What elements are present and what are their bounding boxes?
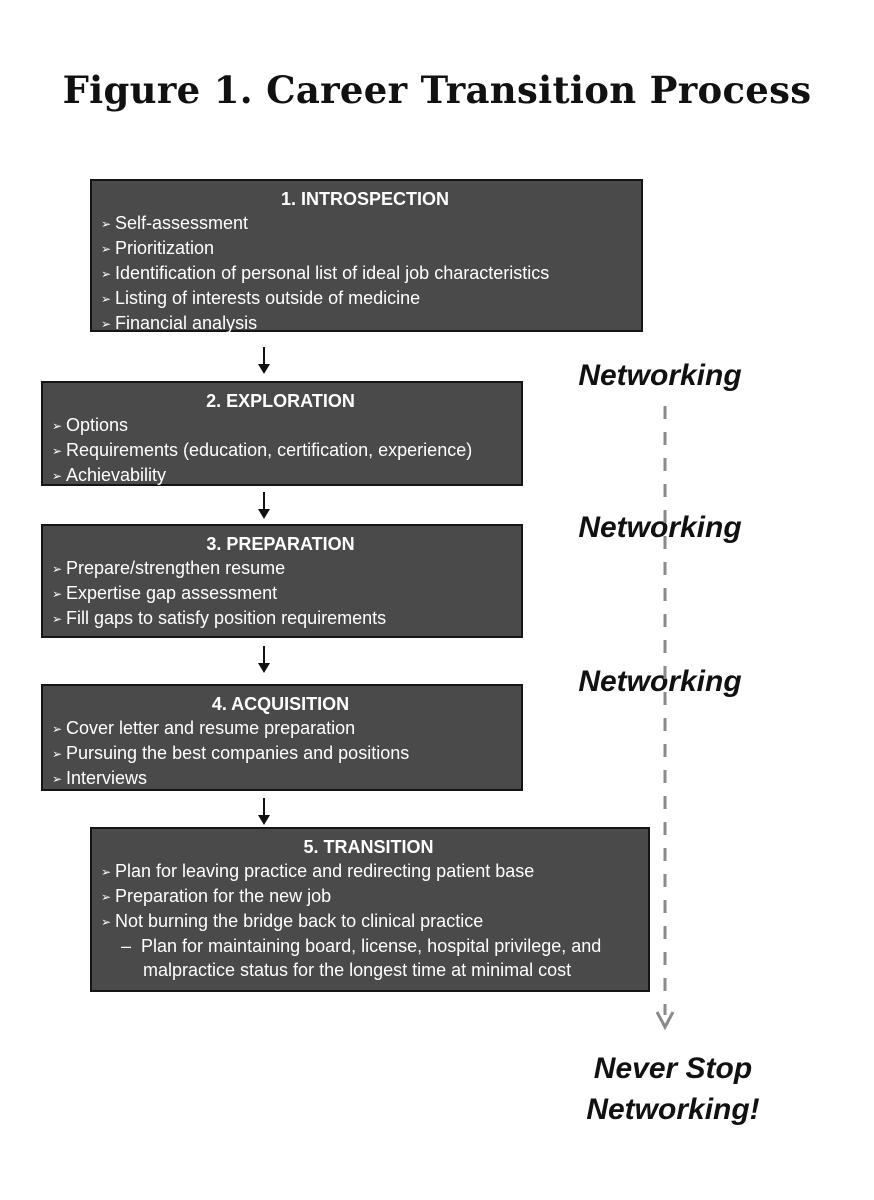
step-heading: 3. PREPARATION xyxy=(206,534,355,554)
down-arrow-icon xyxy=(258,798,270,826)
down-arrow-icon xyxy=(258,347,270,375)
networking-label: Networking xyxy=(578,665,742,698)
list-item: ➢Interviews xyxy=(52,766,509,791)
arrowhead-bullet-icon: ➢ xyxy=(52,772,63,786)
step-heading: 4. ACQUISITION xyxy=(211,694,350,714)
list-item: ➢Expertise gap assessment xyxy=(52,581,509,606)
figure-title: Figure 1. Career Transition Process xyxy=(62,68,812,112)
list-item: ➢Fill gaps to satisfy position requireme… xyxy=(52,606,509,631)
arrowhead-bullet-icon: ➢ xyxy=(101,292,112,306)
networking-label: Networking xyxy=(578,359,742,392)
list-item: ➢Achievability xyxy=(52,463,509,488)
arrowhead-bullet-icon: ➢ xyxy=(52,419,63,433)
never-stop-networking-label: Never Stop Networking! xyxy=(548,1048,798,1130)
arrowhead-bullet-icon: ➢ xyxy=(52,444,63,458)
list-item: ➢Prioritization xyxy=(101,236,629,261)
arrowhead-bullet-icon: ➢ xyxy=(52,469,63,483)
list-item: ➢Financial analysis xyxy=(101,311,629,336)
arrowhead-bullet-icon: ➢ xyxy=(101,915,112,929)
arrowhead-bullet-icon: ➢ xyxy=(101,890,112,904)
step-transition-box: 5. TRANSITION ➢Plan for leaving practice… xyxy=(90,827,650,992)
list-item: ➢Plan for leaving practice and redirecti… xyxy=(101,859,636,884)
arrowhead-bullet-icon: ➢ xyxy=(52,612,63,626)
list-item: ➢Pursuing the best companies and positio… xyxy=(52,741,509,766)
list-item: ➢Requirements (education, certification,… xyxy=(52,438,509,463)
down-arrow-icon xyxy=(258,492,270,520)
step-introspection-box: 1. INTROSPECTION ➢Self-assessment ➢Prior… xyxy=(90,179,643,333)
step-heading: 1. INTROSPECTION xyxy=(280,189,450,209)
step-preparation-box: 3. PREPARATION ➢Prepare/strengthen resum… xyxy=(41,524,523,638)
step-heading: 5. TRANSITION xyxy=(303,837,434,857)
arrowhead-bullet-icon: ➢ xyxy=(101,242,112,256)
sub-list-item: – Plan for maintaining board, license, h… xyxy=(121,936,602,956)
list-item: ➢Prepare/strengthen resume xyxy=(52,556,509,581)
list-item: ➢Options xyxy=(52,413,509,438)
step-heading: 2. EXPLORATION xyxy=(206,391,355,411)
arrowhead-bullet-icon: ➢ xyxy=(52,587,63,601)
arrowhead-bullet-icon: ➢ xyxy=(52,562,63,576)
list-item: ➢Not burning the bridge back to clinical… xyxy=(101,909,636,934)
list-item: ➢Preparation for the new job xyxy=(101,884,636,909)
arrowhead-bullet-icon: ➢ xyxy=(101,865,112,879)
list-item: ➢Listing of interests outside of medicin… xyxy=(101,286,629,311)
arrowhead-bullet-icon: ➢ xyxy=(52,747,63,761)
list-item: ➢Identification of personal list of idea… xyxy=(101,261,629,286)
networking-label: Networking xyxy=(578,511,742,544)
final-label-line: Networking! xyxy=(586,1093,760,1126)
step-acquisition-box: 4. ACQUISITION ➢Cover letter and resume … xyxy=(41,684,523,791)
list-item: ➢Self-assessment xyxy=(101,211,629,236)
arrowhead-bullet-icon: ➢ xyxy=(101,267,112,281)
step-exploration-box: 2. EXPLORATION ➢Options ➢Requirements (e… xyxy=(41,381,523,486)
down-arrow-icon xyxy=(258,646,270,674)
final-label-line: Never Stop xyxy=(593,1052,753,1085)
arrowhead-bullet-icon: ➢ xyxy=(101,317,112,331)
sub-list-item-continuation: malpractice status for the longest time … xyxy=(143,960,572,980)
list-item: ➢Cover letter and resume preparation xyxy=(52,716,509,741)
arrowhead-bullet-icon: ➢ xyxy=(52,722,63,736)
arrowhead-bullet-icon: ➢ xyxy=(101,217,112,231)
dashed-down-arrow-icon xyxy=(655,406,675,1031)
dash-bullet-icon: – xyxy=(121,936,142,956)
